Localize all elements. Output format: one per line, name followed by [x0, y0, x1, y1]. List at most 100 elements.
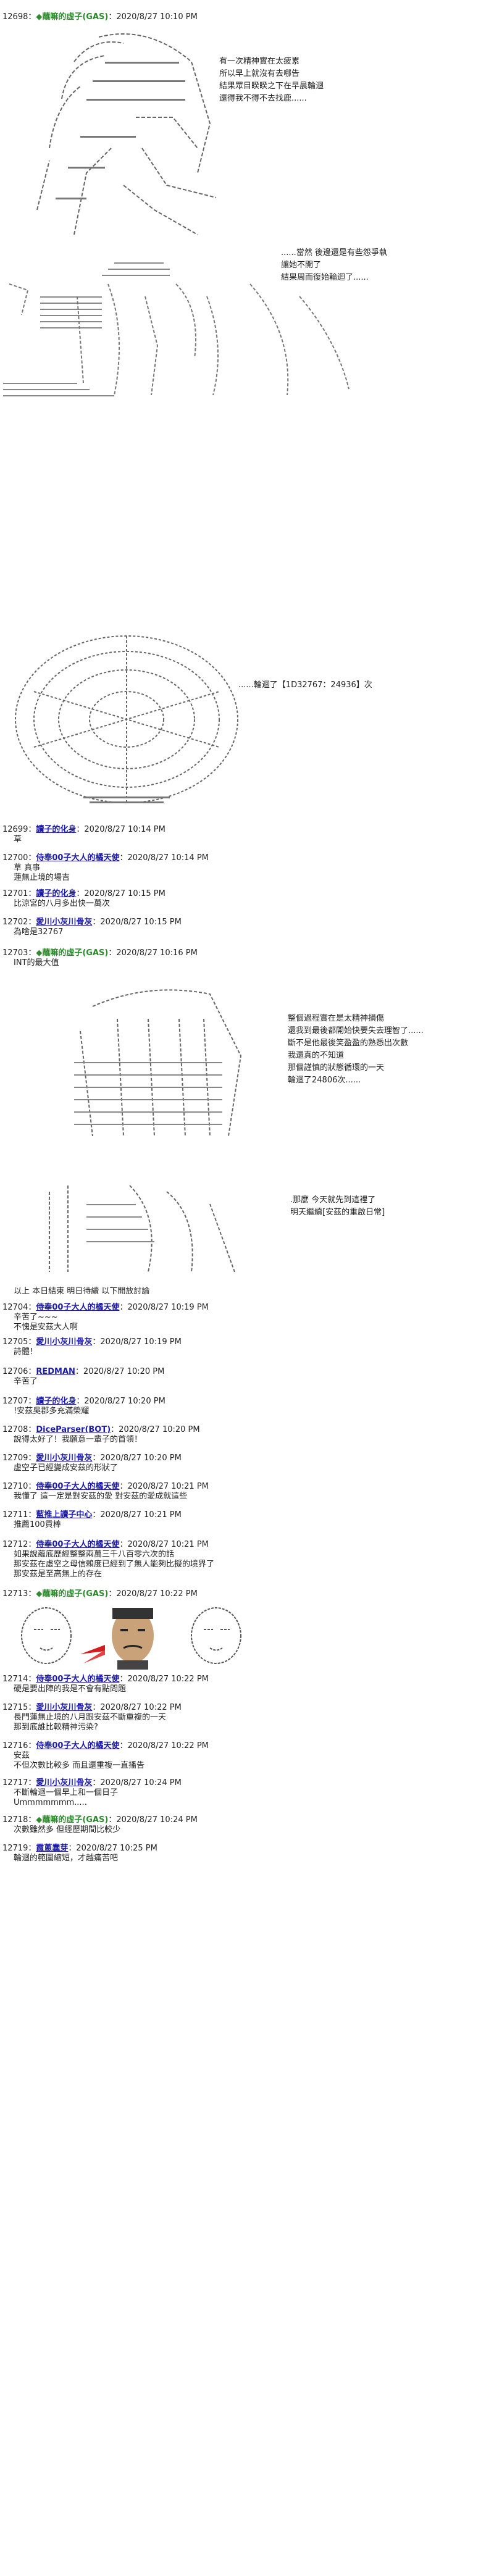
post-date: ：2020/8/27 10:21 PM — [92, 1510, 182, 1520]
post-body: 我懂了 這一定是對安茲的愛 對安茲的愛成就這些 — [14, 1492, 188, 1501]
poster-name[interactable]: 藍推上讀子中心 — [36, 1510, 93, 1520]
post-header: 12705：愛川小灰川骨灰：2020/8/27 10:19 PM — [2, 1337, 484, 1347]
post-number: 12701： — [2, 889, 36, 898]
post-header: 12715：愛川小灰川骨灰：2020/8/27 10:22 PM — [2, 1703, 484, 1713]
post-date: ：2020/8/27 10:24 PM — [108, 1815, 198, 1825]
post-header: 12717：愛川小灰川骨灰：2020/8/27 10:24 PM — [2, 1778, 484, 1788]
post-date: ：2020/8/27 10:21 PM — [119, 1482, 209, 1491]
poster-name[interactable]: 侍奉00子大人的橘天使 — [36, 1741, 120, 1750]
post-date: ：2020/8/27 10:10 PM — [108, 12, 198, 22]
post-number: 12718： — [2, 1815, 36, 1825]
post-number: 12712： — [2, 1540, 36, 1549]
post-date: ：2020/8/27 10:14 PM — [119, 853, 209, 863]
ascii-art-figure-1 — [12, 25, 235, 253]
post-12700: 12700：侍奉00子大人的橘天使：2020/8/27 10:14 PM 草 真… — [2, 853, 484, 883]
post-body: 次數雖然多 但經歷期間比較少 — [14, 1825, 121, 1834]
post-date: ：2020/8/27 10:20 PM — [111, 1425, 200, 1434]
post-body: 虛空子已經變成安茲的形狀了 — [14, 1463, 119, 1473]
poster-name[interactable]: ◆蘸嘛的虛子(GAS) — [36, 948, 109, 958]
post-number: 12698： — [2, 12, 36, 22]
post-header: 12719：霞蔥蠢芽：2020/8/27 10:25 PM — [2, 1844, 484, 1854]
post-body: 辛苦了 — [14, 1377, 38, 1386]
post-header: 12711：藍推上讀子中心：2020/8/27 10:21 PM — [2, 1510, 484, 1520]
post-body: 草 — [14, 835, 22, 844]
post-body: 推薦100貢棒 — [14, 1520, 61, 1529]
poster-name[interactable]: DiceParser(BOT) — [36, 1425, 111, 1434]
poster-name[interactable]: ◆蘸嘛的虛子(GAS) — [36, 1589, 109, 1599]
post-date: ：2020/8/27 10:22 PM — [92, 1703, 182, 1712]
poster-name[interactable]: ◆蘸嘛的虛子(GAS) — [36, 1815, 109, 1825]
post-date: ：2020/8/27 10:15 PM — [76, 889, 165, 898]
poster-name[interactable]: 侍奉00子大人的橘天使 — [36, 1540, 120, 1549]
post-number: 12711： — [2, 1510, 36, 1520]
post-body: 不斷輪迴一個早上和一個日子 Ummmmmmm..... — [14, 1788, 119, 1807]
post-header: 12712：侍奉00子大人的橘天使：2020/8/27 10:21 PM — [2, 1540, 484, 1550]
post-date: ：2020/8/27 10:24 PM — [92, 1778, 182, 1788]
post-body: 硬是要出陣的我是不會有點問題 — [14, 1684, 127, 1694]
post-date: ：2020/8/27 10:15 PM — [92, 918, 182, 927]
post-date: ：2020/8/27 10:19 PM — [119, 1303, 209, 1312]
post-12713: 12713：◆蘸嘛的虛子(GAS)：2020/8/27 10:22 PM — [2, 1589, 484, 1599]
poster-name[interactable]: 霞蔥蠢芽 — [36, 1844, 69, 1853]
post-12704: 12704：侍奉00子大人的橘天使：2020/8/27 10:19 PM 辛苦了… — [2, 1303, 484, 1332]
poster-name[interactable]: REDMAN — [36, 1367, 75, 1376]
reaction-image-row — [12, 1602, 253, 1670]
post-number: 12716： — [2, 1741, 36, 1750]
story-text-1: 有一次精神實在太疲累 所以早上就沒有去哪告 結果眾目睽睽之下在早晨輪迴 還得我不… — [219, 57, 324, 103]
post-number: 12715： — [2, 1703, 36, 1712]
poster-name[interactable]: 侍奉00子大人的橘天使 — [36, 1675, 120, 1684]
post-date: ：2020/8/27 10:25 PM — [68, 1844, 157, 1853]
poster-name[interactable]: 愛川小灰川骨灰 — [36, 1703, 93, 1712]
poster-name[interactable]: 愛川小灰川骨灰 — [36, 1778, 93, 1788]
post-date: ：2020/8/27 10:22 PM — [119, 1675, 209, 1684]
post-body: !安茲吳郡多充滿榮耀 — [14, 1407, 90, 1416]
post-12711: 12711：藍推上讀子中心：2020/8/27 10:21 PM 推薦100貢棒 — [2, 1510, 484, 1530]
post-header: 12713：◆蘸嘛的虛子(GAS)：2020/8/27 10:22 PM — [2, 1589, 484, 1599]
post-header: 12706：REDMAN：2020/8/27 10:20 PM — [2, 1367, 484, 1377]
post-body: 詩體！ — [14, 1347, 38, 1357]
post-header: 12702：愛川小灰川骨灰：2020/8/27 10:15 PM — [2, 918, 484, 927]
post-12715: 12715：愛川小灰川骨灰：2020/8/27 10:22 PM 長門蓮無止境的… — [2, 1703, 484, 1733]
post-date: ：2020/8/27 10:20 PM — [76, 1397, 165, 1406]
post-number: 12713： — [2, 1589, 36, 1599]
post-12699: 12699：讀子的化身：2020/8/27 10:14 PM 草 — [2, 825, 484, 845]
poster-name[interactable]: 讀子的化身 — [36, 1397, 77, 1406]
post-number: 12707： — [2, 1397, 36, 1406]
post-body: INT的最大值 — [14, 958, 59, 968]
post-header: 12718：◆蘸嘛的虛子(GAS)：2020/8/27 10:24 PM — [2, 1815, 484, 1825]
post-number: 12704： — [2, 1303, 36, 1312]
post-header: 12708：DiceParser(BOT)：2020/8/27 10:20 PM — [2, 1425, 484, 1435]
poster-name[interactable]: 讀子的化身 — [36, 889, 77, 898]
poster-name[interactable]: 愛川小灰川骨灰 — [36, 918, 93, 927]
post-number: 12717： — [2, 1778, 36, 1788]
post-header: 12699：讀子的化身：2020/8/27 10:14 PM — [2, 825, 484, 835]
post-body: 辛苦了~~~ 不愧是安茲大人啊 — [14, 1313, 78, 1332]
post-date: ：2020/8/27 10:14 PM — [76, 825, 165, 834]
post-number: 12702： — [2, 918, 36, 927]
ascii-art-figure-3 — [56, 982, 266, 1142]
post-header: 12709：愛川小灰川骨灰：2020/8/27 10:20 PM — [2, 1453, 484, 1463]
poster-name[interactable]: 侍奉00子大人的橘天使 — [36, 1482, 120, 1491]
post-number: 12705： — [2, 1337, 36, 1347]
ascii-art-emblem — [9, 630, 244, 809]
post-header: 12703：◆蘸嘛的虛子(GAS)：2020/8/27 10:16 PM — [2, 948, 484, 958]
poster-name[interactable]: 侍奉00子大人的橘天使 — [36, 853, 120, 863]
poster-name[interactable]: 侍奉00子大人的橘天使 — [36, 1303, 120, 1312]
post-date: ：2020/8/27 10:22 PM — [108, 1589, 198, 1599]
post-body: 草 真事 蓮無止境的場吉 — [14, 863, 70, 882]
poster-name[interactable]: 愛川小灰川骨灰 — [36, 1453, 93, 1463]
post-12708: 12708：DiceParser(BOT)：2020/8/27 10:20 PM… — [2, 1425, 484, 1445]
post-header: 12704：侍奉00子大人的橘天使：2020/8/27 10:19 PM — [2, 1303, 484, 1313]
story-text-2: ......當然 後邊還是有些怨爭執 讓她不開了 結果周而復始輪迴了...... — [281, 248, 387, 282]
post-12707: 12707：讀子的化身：2020/8/27 10:20 PM !安茲吳郡多充滿榮… — [2, 1397, 484, 1416]
post-header: 12701：讀子的化身：2020/8/27 10:15 PM — [2, 889, 484, 899]
post-header: 12714：侍奉00子大人的橘天使：2020/8/27 10:22 PM — [2, 1675, 484, 1684]
post-body: 為啥是32767 — [14, 927, 64, 937]
story-text-3: ......輪迴了【1D32767：24936】次 — [238, 680, 372, 690]
post-date: ：2020/8/27 10:20 PM — [75, 1367, 165, 1376]
poster-name[interactable]: ◆蘸嘛的虛子(GAS) — [36, 12, 109, 22]
post-body: 安茲 不但次數比較多 而且還重複一直播告 — [14, 1751, 145, 1770]
poster-name[interactable]: 讀子的化身 — [36, 825, 77, 834]
poster-name[interactable]: 愛川小灰川骨灰 — [36, 1337, 93, 1347]
post-number: 12706： — [2, 1367, 36, 1376]
